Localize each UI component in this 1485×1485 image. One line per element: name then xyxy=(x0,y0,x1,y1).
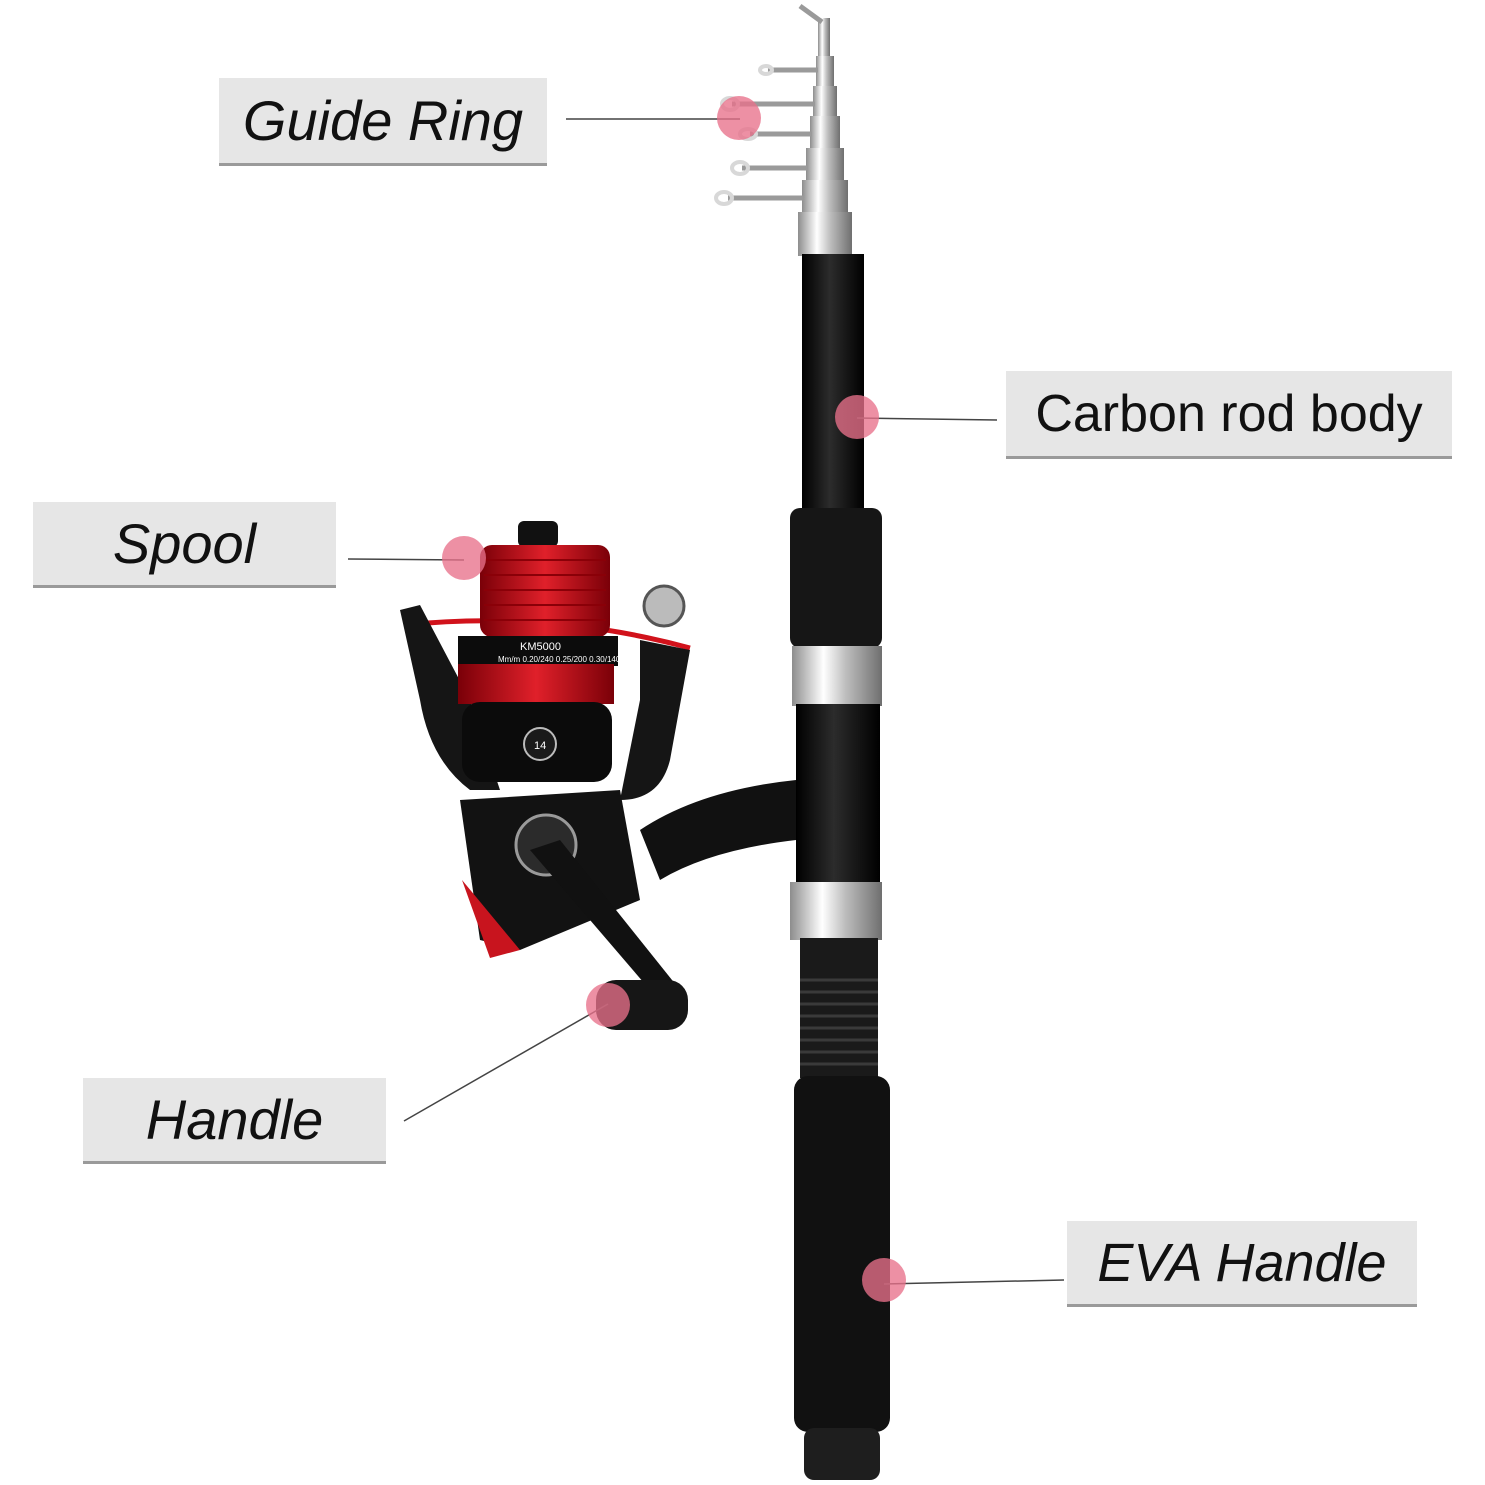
handle-label: Handle xyxy=(83,1078,386,1164)
carbon-rod-body-label: Carbon rod body xyxy=(1006,371,1452,459)
reel-line-spec: Mm/m 0.20/240 0.25/200 0.30/140 xyxy=(498,655,621,664)
callout-lines xyxy=(347,118,1065,1285)
spool-text: Spool xyxy=(112,512,257,575)
guide-ring-label: Guide Ring xyxy=(219,78,547,166)
carbon-body-marker xyxy=(835,395,879,439)
handle-marker xyxy=(586,983,630,1027)
guide-ring-marker xyxy=(717,96,761,140)
eva-handle-text: EVA Handle xyxy=(1097,1232,1387,1293)
eva-handle-marker xyxy=(862,1258,906,1302)
handle-leader xyxy=(403,1003,609,1122)
guide-ring-text: Guide Ring xyxy=(242,89,524,152)
eva-handle-leader xyxy=(883,1279,1065,1285)
spinning-reel-icon xyxy=(400,521,796,1030)
spool-label: Spool xyxy=(33,502,336,588)
carbon-body-leader xyxy=(856,417,998,421)
reel-model-text: KM5000 xyxy=(520,641,561,653)
eva-handle-label: EVA Handle xyxy=(1067,1221,1417,1307)
handle-text: Handle xyxy=(145,1088,324,1151)
carbon-rod-body-text: Carbon rod body xyxy=(1035,384,1423,443)
marker-dots xyxy=(442,96,906,1302)
spool-marker xyxy=(442,536,486,580)
fishing-rod-icon xyxy=(714,3,890,1480)
reel-badge: 14 xyxy=(534,740,546,752)
